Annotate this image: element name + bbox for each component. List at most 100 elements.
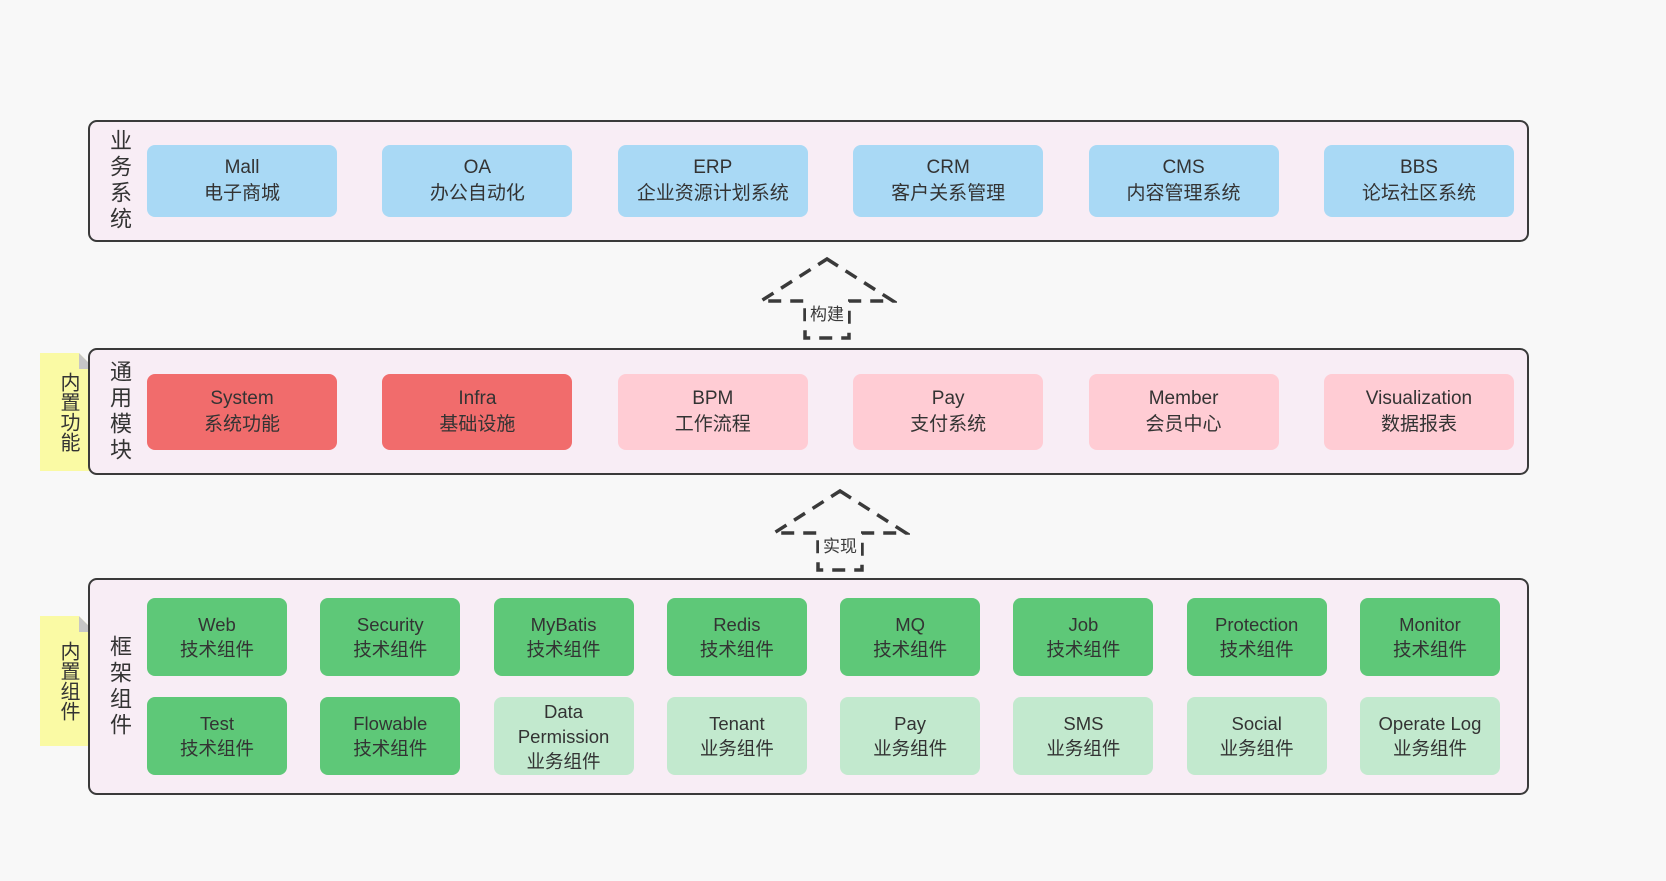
band-label: 业务系统 (107, 129, 132, 233)
band-common-modules: 通用模块 System 系统功能 Infra 基础设施 BPM 工作流程 Pay… (88, 348, 1529, 475)
box-title: Web (198, 614, 236, 635)
component-row-1: Web 技术组件 Security 技术组件 MyBatis 技术组件 Redi… (147, 598, 1500, 676)
box-subtitle: 业务组件 (1392, 738, 1467, 759)
box-subtitle: 系统功能 (203, 413, 280, 435)
box-title: Member (1148, 387, 1219, 409)
box-subtitle: 业务组件 (1219, 738, 1294, 759)
sticky-note-builtin-components: 内置组件 (40, 616, 95, 746)
box-subtitle: 技术组件 (1219, 639, 1294, 660)
box-security: Security 技术组件 (320, 598, 461, 676)
box-title: OA (463, 157, 492, 178)
box-subtitle: 客户关系管理 (891, 183, 1006, 204)
box-subtitle: 业务组件 (699, 738, 774, 759)
box-title: MQ (895, 614, 926, 635)
box-title: Mall (224, 157, 260, 178)
box-subtitle: 技术组件 (1392, 639, 1467, 660)
box-redis: Redis 技术组件 (666, 598, 807, 676)
box-monitor: Monitor 技术组件 (1359, 598, 1500, 676)
box-title: Social (1231, 713, 1282, 734)
band-business-systems: 业务系统 Mall 电子商城 OA 办公自动化 ERP 企业资源计划系统 CRM… (88, 120, 1529, 242)
up-arrow-outline-icon (757, 256, 897, 340)
box-subtitle: 工作流程 (674, 413, 751, 435)
box-subtitle: 技术组件 (699, 639, 774, 660)
box-title: CRM (926, 157, 970, 178)
box-data-permission: Data Permission 业务组件 (493, 697, 634, 775)
band-label: 通用模块 (107, 359, 132, 464)
box-title: Pay (894, 713, 927, 734)
box-test: Test 技术组件 (147, 697, 287, 775)
box-job: Job 技术组件 (1013, 598, 1154, 676)
box-title: Protection (1215, 614, 1299, 635)
box-title: Data Permission (517, 700, 610, 747)
box-mybatis: MyBatis 技术组件 (493, 598, 634, 676)
box-subtitle: 技术组件 (179, 639, 254, 660)
box-web: Web 技术组件 (147, 598, 287, 676)
box-subtitle: 数据报表 (1380, 413, 1457, 435)
box-tenant: Tenant 业务组件 (666, 697, 807, 775)
box-sms: SMS 业务组件 (1013, 697, 1154, 775)
box-title: Operate Log (1378, 713, 1482, 734)
box-subtitle: 技术组件 (873, 639, 948, 660)
sticky-note-label: 内置组件 (57, 641, 79, 721)
box-mall: Mall 电子商城 (147, 145, 337, 217)
box-subtitle: 论坛社区系统 (1361, 183, 1476, 204)
box-bbs: BBS 论坛社区系统 (1323, 145, 1514, 217)
box-title: BPM (692, 387, 734, 409)
box-subtitle: 技术组件 (353, 738, 428, 759)
box-subtitle: 支付系统 (910, 413, 987, 435)
box-subtitle: 业务组件 (1046, 738, 1121, 759)
box-title: Security (356, 614, 424, 635)
box-subtitle: 电子商城 (203, 183, 280, 204)
box-title: Pay (931, 387, 965, 409)
box-protection: Protection 技术组件 (1186, 598, 1327, 676)
box-subtitle: 技术组件 (526, 639, 601, 660)
arrow-build: 构建 (757, 255, 897, 341)
box-title: Tenant (709, 713, 765, 734)
box-infra: Infra 基础设施 (382, 373, 573, 450)
box-title: Job (1068, 614, 1099, 635)
sticky-note-label: 内置功能 (57, 372, 79, 452)
box-title: ERP (693, 157, 733, 178)
box-system: System 系统功能 (147, 373, 337, 450)
box-oa: OA 办公自动化 (382, 145, 573, 217)
sticky-note-builtin-features: 内置功能 (40, 353, 95, 471)
arrow-label: 构建 (806, 299, 848, 326)
box-subtitle: 技术组件 (1046, 639, 1121, 660)
arrow-implement: 实现 (770, 487, 910, 573)
box-subtitle: 内容管理系统 (1126, 183, 1241, 204)
component-row-2: Test 技术组件 Flowable 技术组件 Data Permission … (147, 697, 1500, 775)
box-subtitle: 技术组件 (179, 738, 254, 759)
box-title: Flowable (353, 713, 428, 734)
box-operate-log: Operate Log 业务组件 (1359, 697, 1500, 775)
box-title: Infra (458, 387, 497, 409)
box-title: MyBatis (530, 614, 597, 635)
box-subtitle: 办公自动化 (429, 183, 525, 204)
box-title: CMS (1162, 157, 1205, 178)
box-title: SMS (1063, 713, 1104, 734)
box-title: BBS (1399, 157, 1438, 178)
box-mq: MQ 技术组件 (840, 598, 981, 676)
box-subtitle: 会员中心 (1145, 413, 1222, 435)
box-title: Visualization (1365, 387, 1473, 409)
box-cms: CMS 内容管理系统 (1088, 145, 1279, 217)
box-erp: ERP 企业资源计划系统 (617, 145, 808, 217)
arrow-label: 实现 (819, 531, 861, 558)
box-pay-module: Pay 支付系统 (853, 373, 1044, 450)
box-subtitle: 企业资源计划系统 (636, 183, 789, 204)
box-subtitle: 业务组件 (526, 750, 601, 772)
box-title: Monitor (1399, 614, 1461, 635)
band-label: 框架组件 (107, 634, 132, 739)
box-visualization: Visualization 数据报表 (1323, 373, 1514, 450)
band-framework-components: 框架组件 Web 技术组件 Security 技术组件 MyBatis 技术组件… (88, 578, 1529, 795)
box-pay-component: Pay 业务组件 (840, 697, 981, 775)
box-title: System (210, 387, 274, 409)
up-arrow-outline-icon (770, 488, 910, 572)
box-crm: CRM 客户关系管理 (853, 145, 1044, 217)
box-subtitle: 技术组件 (353, 639, 428, 660)
box-subtitle: 基础设施 (439, 413, 516, 435)
box-title: Test (200, 713, 234, 734)
box-social: Social 业务组件 (1186, 697, 1327, 775)
box-bpm: BPM 工作流程 (617, 373, 808, 450)
box-title: Redis (713, 614, 761, 635)
box-member: Member 会员中心 (1088, 373, 1279, 450)
